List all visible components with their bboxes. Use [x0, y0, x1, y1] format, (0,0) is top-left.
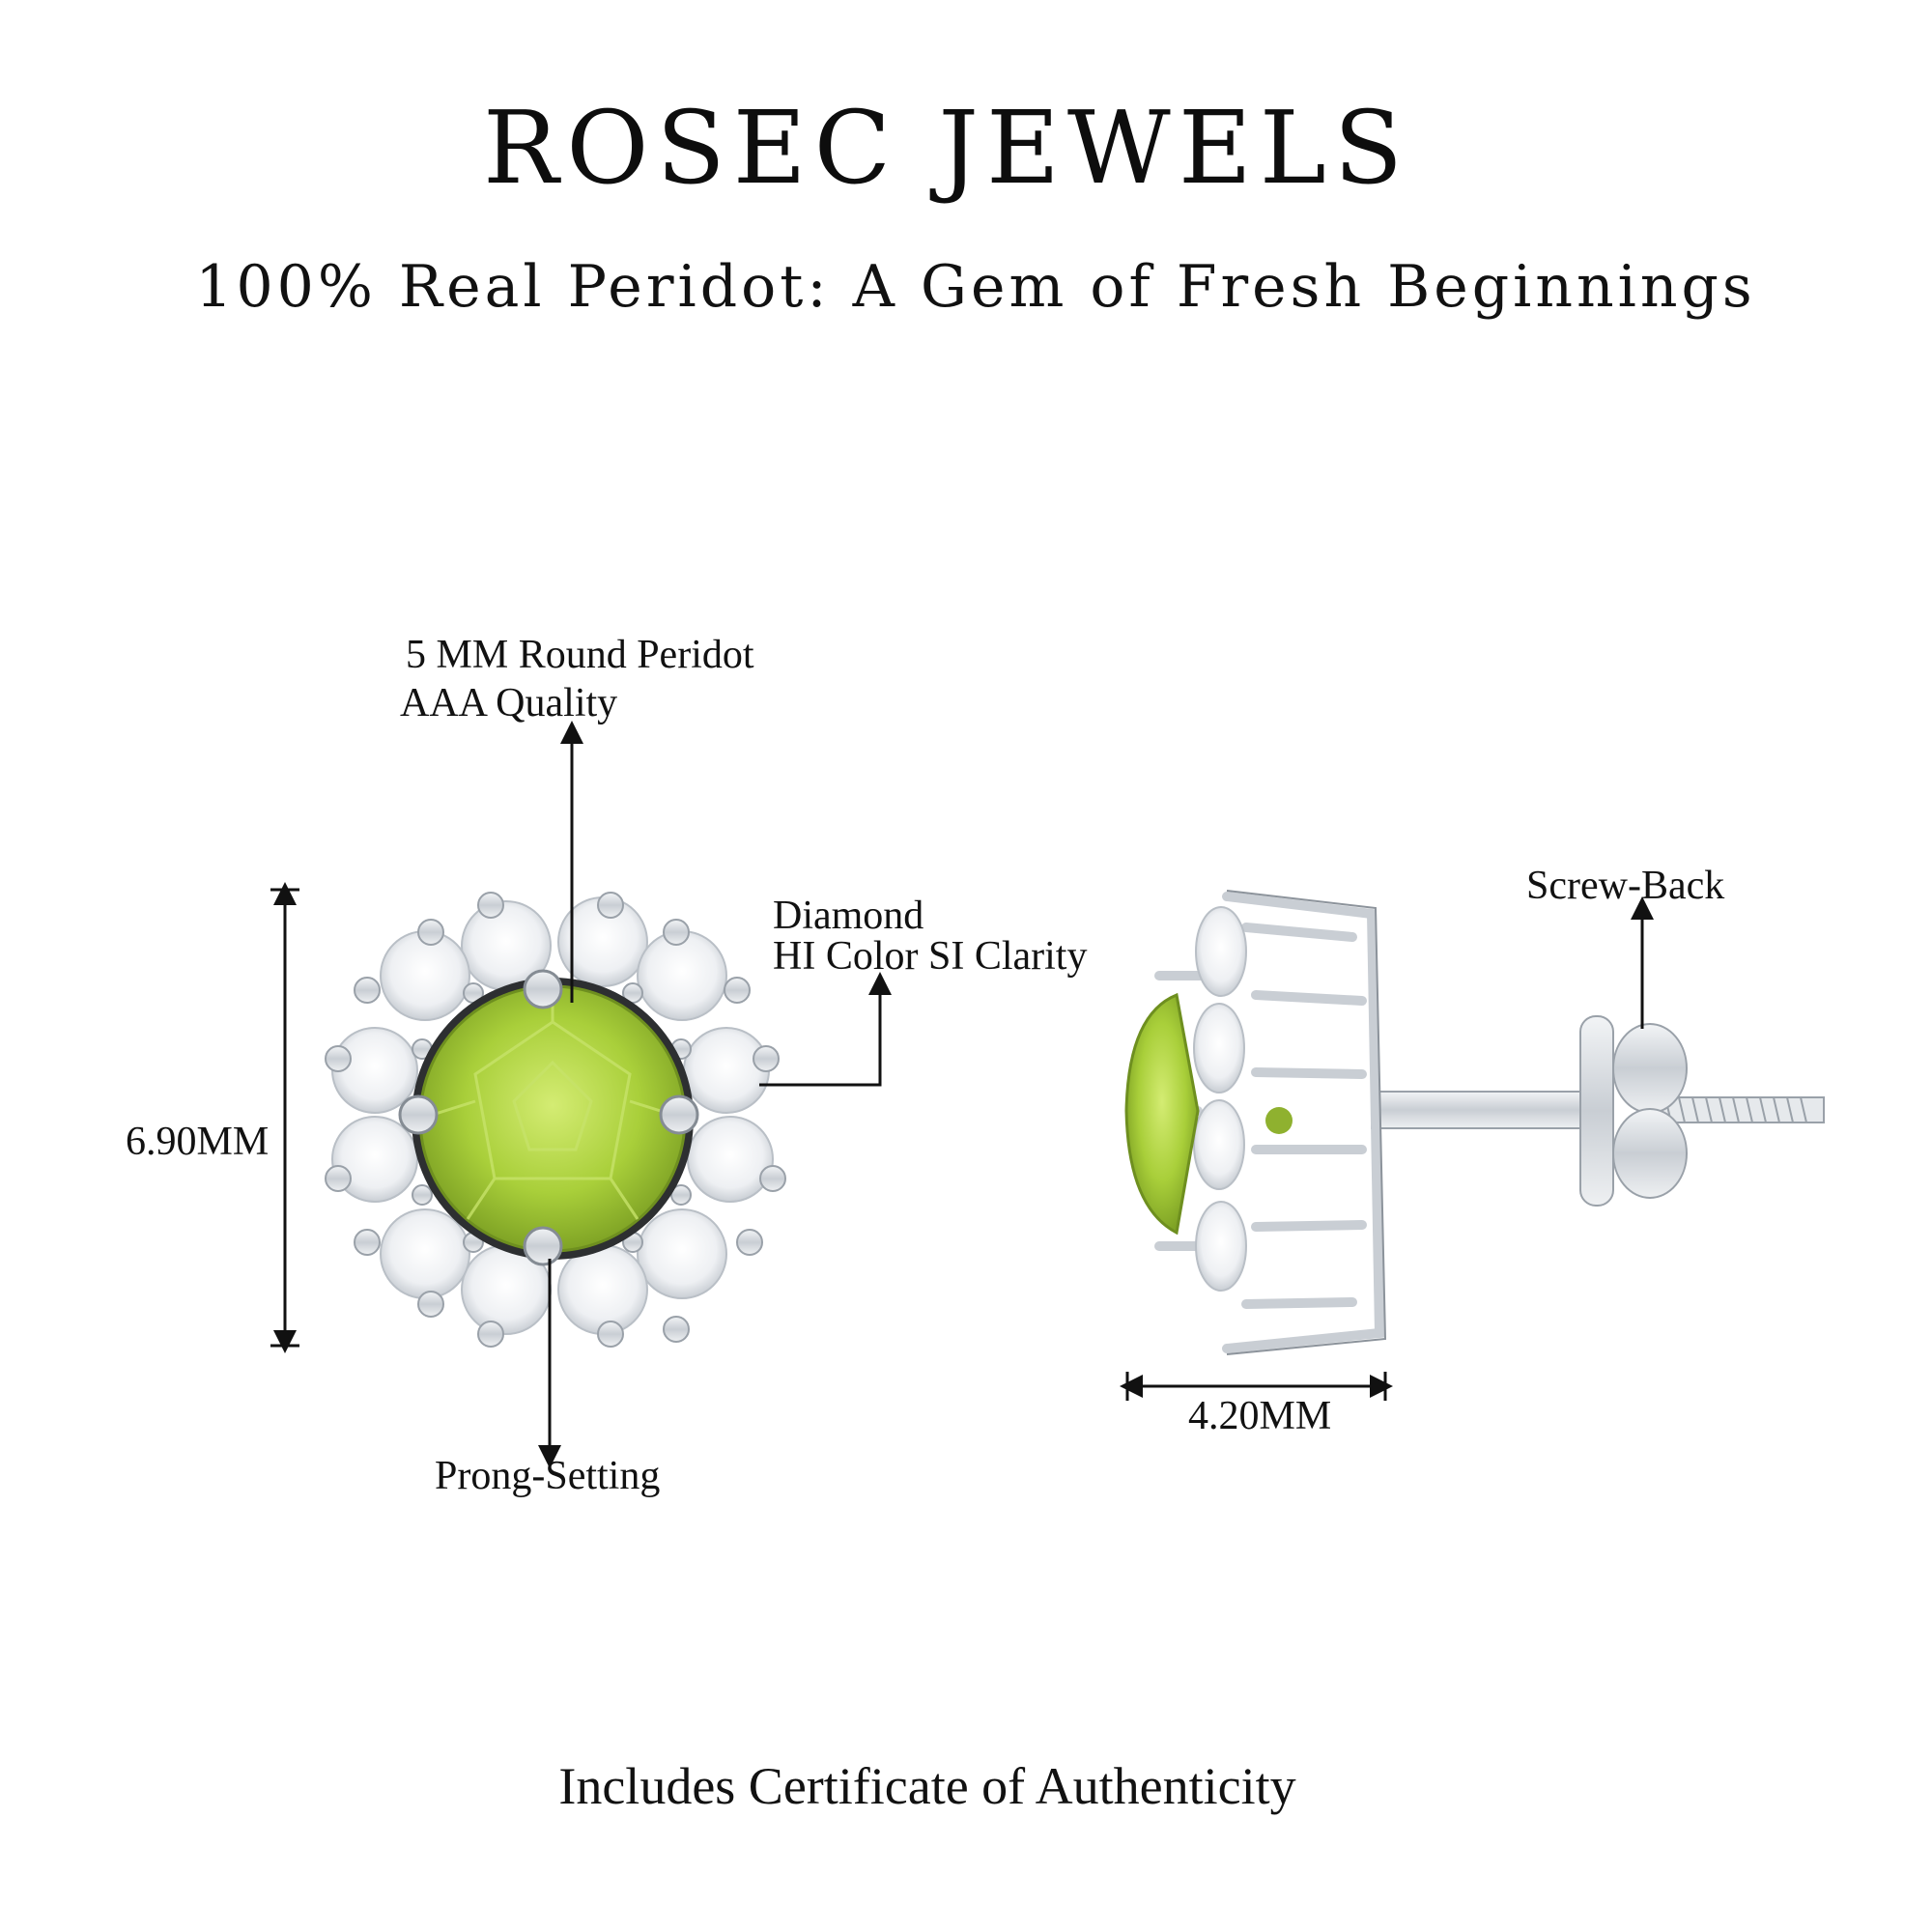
screw-back-wings [1612, 1023, 1688, 1199]
prong-setting-label: Prong-Setting [435, 1454, 661, 1498]
diamond-label: Diamond [773, 894, 924, 938]
side-peridot [1124, 992, 1200, 1236]
screw-back-disk [1579, 1015, 1614, 1207]
halo-diamonds [331, 896, 774, 1335]
prong-cage-outline [1226, 890, 1387, 1355]
center-stone-label: 5 MM Round Peridot [406, 633, 754, 677]
tagline: 100% Real Peridot: A Gem of Fresh Beginn… [195, 253, 1756, 321]
callout-lines [270, 721, 1654, 1468]
brand-title: ROSEC JEWELS [482, 89, 1411, 207]
certificate-note: Includes Certificate of Authenticity [558, 1757, 1296, 1815]
height-dimension-label: 6.90MM [126, 1120, 270, 1164]
side-view-earring [1124, 890, 1825, 1355]
depth-dimension-label: 4.20MM [1188, 1394, 1332, 1438]
center-stone-quality-label: AAA Quality [400, 681, 618, 725]
prong-cage [1135, 892, 1385, 1353]
diamond-grade-label: HI Color SI Clarity [773, 934, 1088, 979]
front-view-earring [325, 892, 786, 1348]
halo-prongs [325, 892, 786, 1348]
main-prongs [398, 969, 699, 1266]
screw-back-label: Screw-Back [1526, 864, 1725, 908]
peridot-stone [418, 984, 687, 1253]
earring-post [1371, 1091, 1595, 1129]
side-diamonds [1193, 906, 1247, 1292]
side-peridot-tip [1265, 1107, 1293, 1134]
